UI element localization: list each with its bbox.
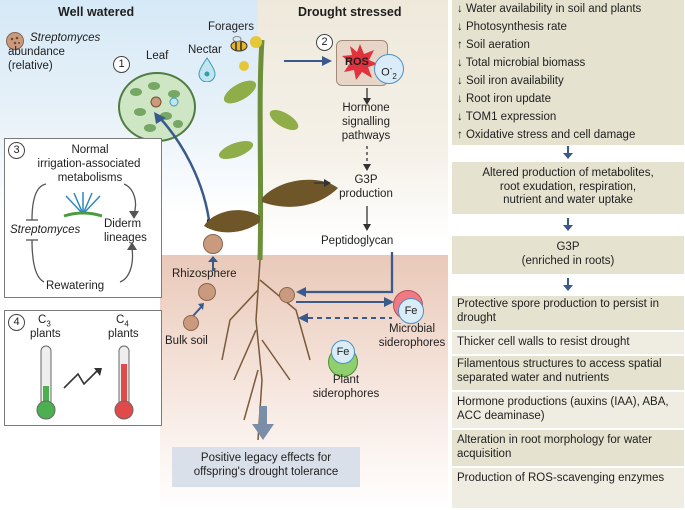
box3-line3: metabolisms — [57, 172, 123, 184]
change-item: ↑ Soil aeration — [457, 39, 530, 51]
ros-to-hormone-arrow — [363, 88, 371, 105]
nectar-drop-icon — [198, 57, 216, 82]
change-item: ↓ TOM1 expression — [457, 111, 557, 123]
microbial-siderophores-2: siderophores — [378, 337, 446, 349]
step-3-badge: 3 — [8, 142, 25, 159]
ros-burst-icon — [342, 44, 378, 80]
altered-line2: root exudation, respiration, — [499, 180, 637, 193]
drought-changes-box: ↓ Water availability in soil and plants … — [452, 0, 684, 145]
box3-cycle-arrows — [26, 183, 139, 283]
nectar-label: Nectar — [188, 44, 222, 56]
box3-streptomyces-label: Streptomyces — [10, 224, 81, 236]
altered-production-box: Altered production of metabolites, root … — [452, 162, 684, 214]
legacy-arrow — [252, 406, 274, 440]
abundance-label-italic: Streptomyces — [30, 32, 101, 44]
abundance-label-2: abundance — [8, 46, 65, 58]
box3-diderm-2: lineages — [104, 232, 147, 244]
c4-plants-label: plants — [108, 328, 139, 340]
root-microbe-icon — [279, 287, 295, 303]
leaf-label: Leaf — [146, 50, 169, 62]
g3p-right-line2: (enriched in roots) — [521, 254, 615, 267]
legacy-line2: offspring's drought tolerance — [193, 466, 339, 478]
right-arrow-1 — [563, 146, 573, 159]
change-item: ↓ Soil iron availability — [457, 75, 564, 87]
box3-rewatering-label: Rewatering — [46, 280, 105, 292]
drought-stressed-header: Drought stressed — [298, 5, 402, 19]
box3-line1: Normal — [71, 144, 109, 156]
response-item: Production of ROS-scavenging enzymes — [452, 468, 684, 508]
plant-to-g3p-arrow — [314, 179, 331, 187]
transition-arrow-icon — [63, 368, 102, 389]
change-item: ↓ Total microbial biomass — [457, 57, 586, 69]
c3-plants-label: plants — [30, 328, 61, 340]
altered-line3: nutrient and water uptake — [503, 194, 633, 206]
plant-to-ros-arrow — [284, 56, 332, 66]
altered-line1: Altered production of metabolites, — [482, 167, 654, 179]
rhizosphere-streptomyces-icon — [198, 283, 216, 301]
legacy-effects-box — [172, 447, 360, 487]
right-arrow-2 — [563, 218, 573, 231]
hormone-to-g3p-arrow — [363, 146, 371, 171]
well-watered-header: Well watered — [58, 5, 135, 19]
box3-diderm-1: Diderm — [104, 218, 142, 230]
hormone-line2: signalling — [342, 116, 390, 128]
step-1-badge: 1 — [113, 56, 130, 73]
change-item: ↓ Root iron update — [457, 93, 551, 105]
c3-c4-box — [4, 310, 162, 426]
change-item: ↓ Water availability in soil and plants — [457, 3, 642, 15]
ros-label: ROS — [345, 56, 369, 68]
c3-label: C3 — [38, 314, 51, 329]
change-item: ↓ Photosynthesis rate — [457, 21, 567, 33]
plant-illustration — [204, 36, 338, 441]
rhizosphere-label: Rhizosphere — [172, 268, 237, 280]
response-item: Hormone productions (auxins (IAA), ABA, … — [452, 392, 684, 428]
warm-thermometer-icon — [114, 345, 134, 420]
plant-fe-bubble: Fe — [331, 340, 355, 364]
root-streptomyces-icon — [203, 234, 223, 254]
bee-icon — [230, 36, 248, 52]
peptidoglycan-label: Peptidoglycan — [321, 235, 394, 247]
step-4-badge: 4 — [8, 314, 25, 331]
leaf-magnified-circle — [118, 72, 196, 142]
box3-line2: irrigation-associated — [37, 158, 141, 170]
g3p-line1: G3P — [354, 174, 378, 186]
hormone-line3: pathways — [341, 130, 391, 142]
superoxide-bubble: O-2 — [374, 54, 404, 84]
streptomyces-icon — [6, 32, 24, 50]
response-item: Alteration in root morphology for water … — [452, 430, 684, 466]
change-item: ↑ Oxidative stress and cell damage — [457, 129, 636, 141]
sprinkler-icon — [63, 192, 103, 218]
cool-thermometer-icon — [36, 345, 56, 420]
response-item: Filamentous structures to access spatial… — [452, 356, 684, 390]
foragers-label: Foragers — [208, 21, 255, 33]
rhizo-to-root-arrow — [208, 256, 218, 271]
siderophore-exchange-arrows — [296, 297, 394, 323]
step-2-badge: 2 — [316, 34, 333, 51]
root-to-leaf-arrow — [154, 112, 212, 229]
plant-siderophores-1: Plant — [332, 374, 360, 386]
right-arrow-3 — [563, 278, 573, 291]
abundance-label-3: (relative) — [8, 60, 53, 72]
response-item: Thicker cell walls to resist drought — [452, 332, 684, 354]
plant-siderophores-2: siderophores — [312, 388, 380, 400]
g3p-to-peptidoglycan-arrow — [363, 206, 371, 231]
response-item: Protective spore production to persist i… — [452, 296, 684, 330]
peptidoglycan-to-root-arrow — [296, 252, 394, 297]
c4-label: C4 — [116, 314, 129, 329]
microbial-fe-bubble: Fe — [398, 298, 424, 324]
irrigation-cycle-box — [4, 138, 162, 298]
legacy-line1: Positive legacy effects for — [200, 452, 332, 464]
g3p-line2: production — [339, 188, 393, 200]
bulk-soil-streptomyces-icon — [183, 315, 199, 331]
bulk-soil-label: Bulk soil — [165, 335, 208, 347]
microbial-siderophores-1: Microbial — [388, 323, 435, 335]
g3p-right-line1: G3P — [556, 241, 580, 253]
hormone-line1: Hormone — [342, 102, 390, 114]
superoxide-o: O — [381, 66, 390, 79]
g3p-enriched-box: G3P (enriched in roots) — [452, 236, 684, 274]
bulk-to-rhizo-arrow — [192, 303, 204, 317]
